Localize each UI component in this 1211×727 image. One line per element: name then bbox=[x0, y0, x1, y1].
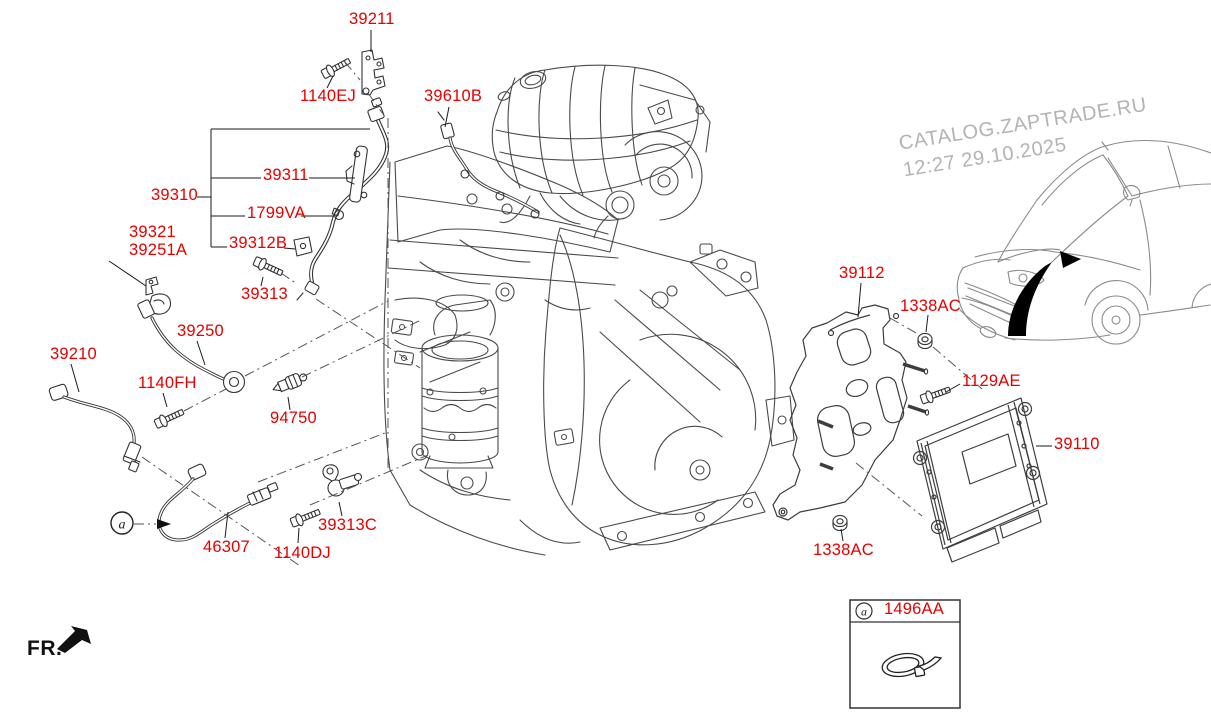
part-label-39310[interactable]: 39310 bbox=[151, 186, 198, 204]
callout-arrowhead-icon bbox=[157, 519, 171, 529]
part-label-39210[interactable]: 39210 bbox=[50, 345, 97, 363]
valve-cover bbox=[384, 145, 619, 302]
assembly-axis-lines bbox=[134, 61, 983, 567]
catalytic-converter bbox=[421, 294, 499, 496]
location-arrow bbox=[1008, 251, 1081, 336]
location-arrowhead-icon bbox=[1060, 251, 1081, 268]
o2-sensor-46307 bbox=[157, 463, 279, 542]
part-label-1338AC-top[interactable]: 1338AC bbox=[900, 297, 961, 315]
cable-tie bbox=[881, 652, 943, 678]
ecu-39110 bbox=[912, 397, 1048, 563]
part-label-94750[interactable]: 94750 bbox=[270, 409, 317, 427]
part-label-39211[interactable]: 39211 bbox=[349, 10, 395, 28]
part-label-1496AA[interactable]: 1496AA bbox=[884, 600, 944, 618]
bolt-1140dj bbox=[288, 505, 323, 530]
callout-a: a bbox=[110, 511, 171, 535]
engine-block bbox=[383, 297, 591, 556]
part-label-39251A[interactable]: 39251A bbox=[129, 241, 188, 259]
part-label-39321[interactable]: 39321 bbox=[129, 223, 176, 241]
part-label-1140FH[interactable]: 1140FH bbox=[138, 374, 197, 392]
part-label-39610B[interactable]: 39610B bbox=[424, 87, 483, 105]
part-label-39311[interactable]: 39311 bbox=[263, 166, 309, 184]
part-label-39313C[interactable]: 39313C bbox=[318, 516, 377, 534]
nut-1338ac-bottom bbox=[832, 514, 848, 532]
part-label-1799VA[interactable]: 1799VA bbox=[247, 204, 306, 222]
fr-arrow-icon bbox=[57, 626, 91, 653]
car-sketch bbox=[956, 139, 1211, 345]
o2-sensor-39210 bbox=[48, 383, 142, 473]
part-label-39312B[interactable]: 39312B bbox=[229, 234, 288, 252]
part-label-1338AC-bottom[interactable]: 1338AC bbox=[813, 541, 874, 559]
nut-1338ac-top bbox=[917, 332, 933, 350]
part-label-39110[interactable]: 39110 bbox=[1054, 435, 1100, 453]
part-label-46307[interactable]: 46307 bbox=[203, 538, 250, 556]
part-label-39250[interactable]: 39250 bbox=[177, 322, 224, 340]
part-label-1140EJ[interactable]: 1140EJ bbox=[300, 87, 356, 105]
engine-assembly bbox=[48, 49, 953, 556]
intake-manifold bbox=[491, 64, 711, 239]
wiring-harness-39610b bbox=[437, 111, 540, 219]
part-label-1140DJ[interactable]: 1140DJ bbox=[274, 544, 331, 562]
bolt-39313 bbox=[251, 254, 286, 280]
bolt-1140ej bbox=[319, 54, 353, 81]
legend-box: a bbox=[849, 599, 961, 709]
oil-pressure-switch-94750 bbox=[272, 373, 308, 393]
transmission bbox=[543, 227, 795, 551]
part-label-1129AE[interactable]: 1129AE bbox=[962, 372, 1021, 390]
part-label-39313[interactable]: 39313 bbox=[241, 285, 288, 303]
legend-a-marker: a bbox=[861, 605, 867, 619]
callout-a-marker: a bbox=[119, 518, 126, 533]
knock-sensor-39250 bbox=[137, 276, 246, 394]
bracket-39112 bbox=[772, 304, 930, 521]
part-label-39112[interactable]: 39112 bbox=[839, 264, 885, 282]
bolt-1140fh bbox=[152, 405, 187, 431]
leader-lines bbox=[70, 30, 1052, 544]
fr-direction-label: FR. bbox=[27, 637, 63, 660]
bolt-1129ae bbox=[918, 383, 953, 407]
cam-sensor-39313c bbox=[322, 464, 363, 497]
fuel-pipe-39310 bbox=[293, 49, 390, 301]
